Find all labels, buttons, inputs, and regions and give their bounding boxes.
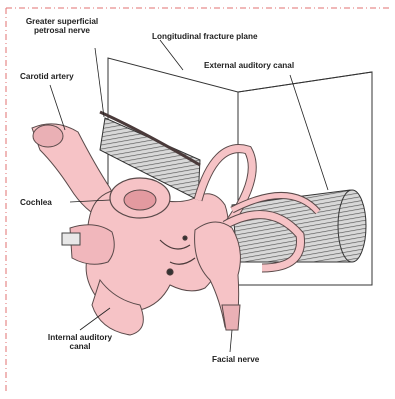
label-carotid: Carotid artery: [20, 72, 74, 81]
label-greater-petrosal-line1: Greater superficial: [14, 17, 110, 26]
label-external-canal: External auditory canal: [204, 61, 294, 70]
label-internal-canal-line1: Internal auditory: [40, 333, 120, 342]
label-internal-canal-line2: canal: [40, 342, 120, 351]
label-greater-petrosal-line2: petrosal nerve: [14, 26, 110, 35]
label-longitudinal-fracture: Longitudinal fracture plane: [152, 32, 258, 41]
label-facial-nerve: Facial nerve: [212, 355, 259, 364]
label-cochlea: Cochlea: [20, 198, 52, 207]
